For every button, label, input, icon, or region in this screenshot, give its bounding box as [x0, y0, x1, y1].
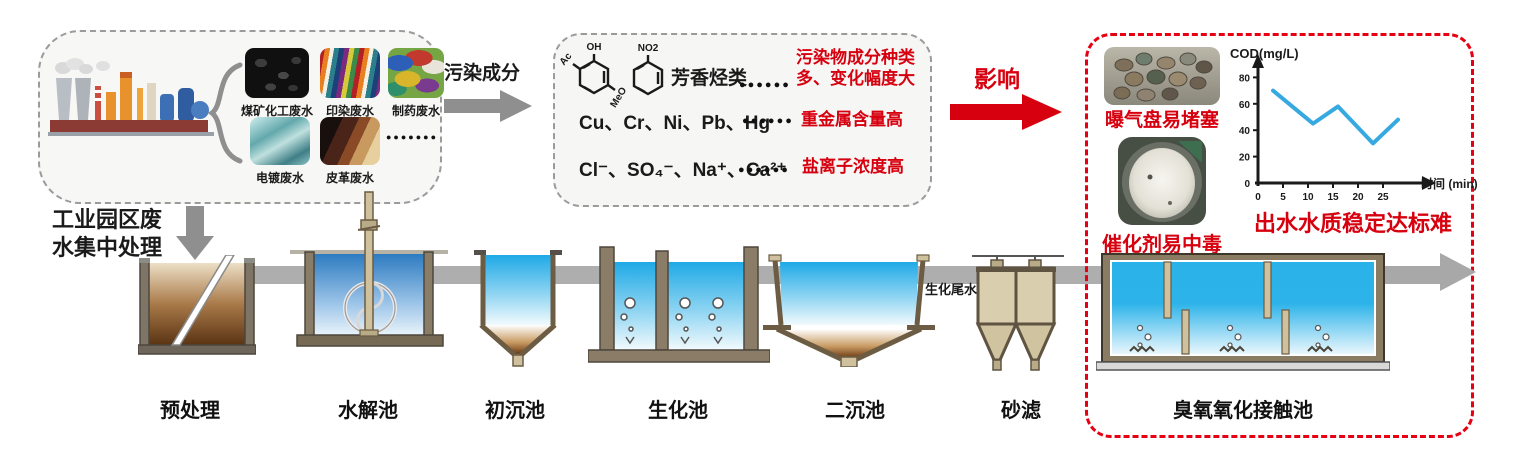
svg-text:5: 5	[1280, 192, 1286, 203]
metals-dots: ●●●●●●	[742, 115, 794, 127]
tank-label-pretreatment: 预处理	[160, 400, 220, 422]
aromatic-dots: ●●●●●●	[739, 79, 791, 91]
poisoned-catalyst-photo	[1118, 137, 1206, 225]
aeration-issue-label: 曝气盘易堵塞	[1104, 110, 1219, 131]
source-label: 皮革废水	[325, 171, 374, 185]
svg-text:20: 20	[1239, 153, 1251, 164]
down-arrow-icon	[176, 206, 214, 260]
chart-x-axis-label: 时间 (min)	[1421, 177, 1478, 191]
chart-title: COD(mg/L)	[1230, 46, 1299, 61]
brace-icon	[208, 62, 243, 164]
source-label: 煤矿化工废水	[240, 104, 313, 118]
tank-label-secondary: 二沉池	[825, 400, 885, 422]
svg-text:20: 20	[1352, 192, 1364, 203]
svg-text:OH: OH	[587, 42, 602, 53]
factory-icon	[48, 58, 214, 136]
tank-pretreatment	[138, 255, 256, 355]
note-salt-ions: 盐离子浓度高	[802, 157, 904, 176]
salt-ions-formula: Cl⁻、SO₄⁻、Na⁺、Ca²⁺	[579, 160, 787, 181]
source-label: 制药废水	[391, 104, 440, 118]
svg-text:0: 0	[1244, 179, 1250, 190]
wastewater-sources-panel: 煤矿化工废水 印染废水 制药废水 电镀废水 皮革废水 ●●●●●●●	[38, 30, 444, 204]
svg-text:80: 80	[1239, 73, 1251, 84]
tank-biochemical	[588, 246, 770, 363]
pollution-arrow-label: 污染成分	[444, 63, 521, 84]
impact-panel: 曝气盘易堵塞 催化剂易中毒 COD(mg/L) 0 20 40 60 80 0 5 10 15 2…	[1085, 33, 1478, 438]
svg-text:60: 60	[1239, 100, 1251, 111]
tank-sand-filter	[972, 255, 1064, 371]
tank-label-sand-filter: 砂滤	[1001, 400, 1041, 422]
note-heavy-metals: 重金属含量高	[801, 110, 903, 129]
impact-arrow-label: 影响	[974, 66, 1020, 92]
flow-intro-text: 工业园区废 水集中处理	[52, 207, 163, 260]
source-label: 印染废水	[325, 104, 374, 118]
svg-text:10: 10	[1302, 192, 1314, 203]
tank-label-hydrolysis: 水解池	[338, 400, 398, 422]
clogged-aeration-disc-photo	[1104, 47, 1220, 105]
tank-label-primary: 初沉池	[485, 400, 545, 422]
pollutant-components-panel: OH Ac MeO NO2 芳香烃类 ●●●●●● 污染物成分种类 多、变化幅度…	[553, 33, 932, 207]
tank-secondary-sedimentation	[763, 254, 935, 367]
tank-hydrolysis	[290, 191, 448, 347]
electroplating-wastewater-photo	[250, 117, 310, 165]
outflow-arrow-icon	[1380, 253, 1476, 291]
note-variety: 污染物成分种类 多、变化幅度大	[796, 48, 915, 88]
red-right-arrow-icon	[950, 94, 1062, 130]
cod-line-chart: 0 20 40 60 80 0 5 10 15 20 25	[1239, 54, 1436, 203]
effluent-caption: 出水水质稳定达标难	[1253, 211, 1452, 236]
svg-text:25: 25	[1377, 192, 1389, 203]
heavy-metals-formula: Cu、Cr、Ni、Pb、Hg	[579, 113, 771, 134]
aromatic-label: 芳香烃类	[671, 68, 748, 89]
svg-text:NO2: NO2	[638, 43, 659, 54]
dyeing-wastewater-photo	[320, 48, 380, 98]
svg-text:Ac: Ac	[559, 51, 575, 68]
more-sources-dots: ●●●●●●●	[386, 132, 439, 142]
tank-ozone-contact	[1096, 253, 1390, 371]
tank-primary-sedimentation	[474, 250, 562, 367]
svg-text:0: 0	[1255, 192, 1261, 203]
svg-text:40: 40	[1239, 126, 1251, 137]
pharma-wastewater-photo	[388, 48, 444, 98]
tank-label-biochemical: 生化池	[648, 400, 708, 422]
source-label: 电镀废水	[255, 171, 304, 185]
leather-wastewater-photo	[320, 117, 380, 165]
tank-label-ozone: 臭氧氧化接触池	[1173, 400, 1313, 422]
right-arrow-icon	[444, 90, 532, 122]
pipe-note-label: 生化尾水	[925, 282, 978, 297]
coal-chemical-wastewater-photo	[245, 48, 309, 98]
catalyst-issue-label: 催化剂易中毒	[1102, 234, 1222, 256]
salts-dots: ●●●●●●	[738, 164, 790, 176]
benzene-structures-icon: OH Ac MeO NO2	[559, 42, 664, 109]
svg-text:15: 15	[1327, 192, 1339, 203]
